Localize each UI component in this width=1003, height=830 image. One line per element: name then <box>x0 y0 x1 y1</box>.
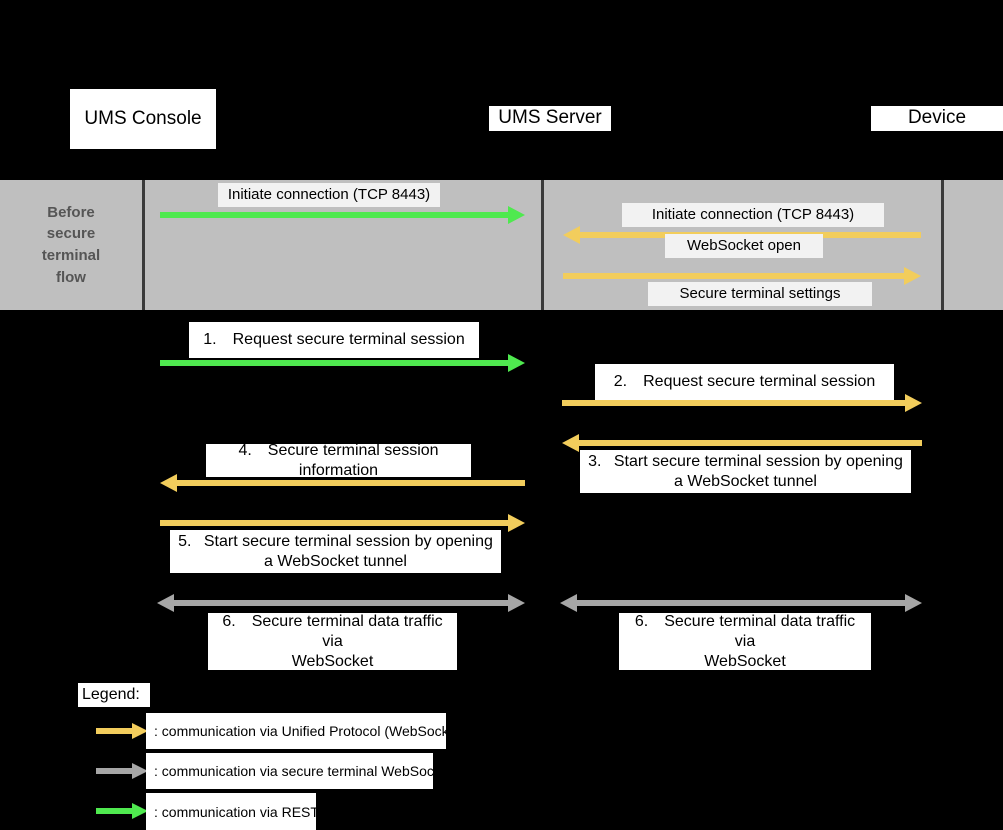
arrow-shaft <box>96 808 134 814</box>
arrow-head-left <box>560 594 577 612</box>
participant-label: UMS Server <box>498 107 602 129</box>
arrow-head-left <box>157 594 174 612</box>
message-label-line: WebSocket <box>704 652 786 670</box>
arrow-head-right <box>132 803 148 819</box>
arrow-step-1 <box>160 354 525 372</box>
message-label-step-5: 5. Start secure terminal session by open… <box>170 530 501 573</box>
message-label-line: WebSocket <box>291 652 374 670</box>
phase-label-line: Before <box>47 203 95 221</box>
message-label-step-6-console-server: 6. Secure terminal data traffic via WebS… <box>208 613 457 670</box>
band-divider-1 <box>142 180 145 310</box>
arrow-head-right <box>905 394 922 412</box>
message-label-line: a WebSocket tunnel <box>264 552 407 570</box>
phase-label-line: secure <box>46 225 96 243</box>
arrow-pre-secure-terminal-settings <box>563 267 921 285</box>
participant-label: UMS Console <box>84 107 202 129</box>
message-label-line: a WebSocket tunnel <box>674 472 817 490</box>
legend-arrow-secure-icon <box>96 763 148 779</box>
arrow-head-right <box>508 206 525 224</box>
participant-device: Device <box>871 106 1003 131</box>
phase-band-before-secure-terminal-flow: Before secure terminal flow Initiate con… <box>0 180 1003 310</box>
arrow-step-6-server-device <box>560 594 922 612</box>
arrow-shaft <box>96 768 134 774</box>
band-divider-2 <box>541 180 544 310</box>
arrow-shaft <box>160 520 511 526</box>
arrow-step-2 <box>562 394 922 412</box>
arrow-shaft <box>174 480 525 486</box>
message-label-line: 4. Secure terminal session <box>238 441 439 459</box>
arrow-shaft <box>576 440 922 446</box>
arrow-head-right <box>904 267 921 285</box>
message-label-websocket-open: WebSocket open <box>665 234 823 258</box>
message-label-step-3: 3. Start secure terminal session by open… <box>580 450 911 493</box>
legend-item-secure-label: : communication via secure terminal WebS… <box>146 753 453 789</box>
arrow-head-right <box>905 594 922 612</box>
arrow-head-right <box>508 514 525 532</box>
message-label-initiate-connection-console: Initiate connection (TCP 8443) <box>218 183 440 207</box>
arrow-head-left <box>563 226 580 244</box>
message-label-step-1: 1. Request secure terminal session <box>189 322 479 358</box>
arrow-head-right <box>508 594 525 612</box>
message-label-step-2: 2. Request secure terminal session <box>595 364 894 400</box>
legend-arrow-rest-icon <box>96 803 148 819</box>
message-label-initiate-connection-device: Initiate connection (TCP 8443) <box>622 203 884 227</box>
message-label-line: 3. Start secure terminal session by open… <box>588 452 903 470</box>
message-label-line: information <box>298 461 379 479</box>
message-label-line: 6. Secure terminal data traffic via <box>634 612 856 650</box>
arrow-shaft <box>563 273 907 279</box>
arrow-head-right <box>508 354 525 372</box>
phase-label: Before secure terminal flow <box>0 180 142 310</box>
arrow-shaft <box>574 600 908 606</box>
message-label-step-4: 4. Secure terminal session information <box>206 441 471 479</box>
message-label-step-6-server-device: 6. Secure terminal data traffic via WebS… <box>619 613 871 670</box>
arrow-step-4 <box>160 474 525 492</box>
arrow-head-left <box>562 434 579 452</box>
arrow-head-right <box>132 763 148 779</box>
legend-arrow-unified-icon <box>96 723 148 739</box>
arrow-shaft <box>160 360 511 366</box>
legend-item-unified-label: : communication via Unified Protocol (We… <box>146 713 465 749</box>
arrow-shaft <box>171 600 511 606</box>
message-label-line: 5. Start secure terminal session by open… <box>178 532 493 550</box>
band-divider-3 <box>941 180 944 310</box>
arrow-step-6-console-server <box>157 594 525 612</box>
arrow-shaft <box>96 728 134 734</box>
arrow-step-3 <box>562 434 922 452</box>
participant-ums-server: UMS Server <box>489 106 611 131</box>
participant-label: Device <box>907 107 967 129</box>
legend-title: Legend: <box>78 683 150 707</box>
participant-ums-console: UMS Console <box>70 89 216 149</box>
arrow-shaft <box>160 212 511 218</box>
arrow-head-right <box>132 723 148 739</box>
legend-item-rest-label: : communication via REST <box>146 793 319 830</box>
arrow-shaft <box>562 400 908 406</box>
arrow-head-left <box>160 474 177 492</box>
message-label-secure-terminal-settings: Secure terminal settings <box>648 282 872 306</box>
phase-label-line: terminal <box>41 247 101 264</box>
arrow-pre-initiate-connection-console <box>160 206 525 224</box>
message-label-line: 6. Secure terminal data traffic via <box>222 612 443 650</box>
phase-label-line: flow <box>55 268 86 286</box>
arrow-step-5 <box>160 514 525 532</box>
